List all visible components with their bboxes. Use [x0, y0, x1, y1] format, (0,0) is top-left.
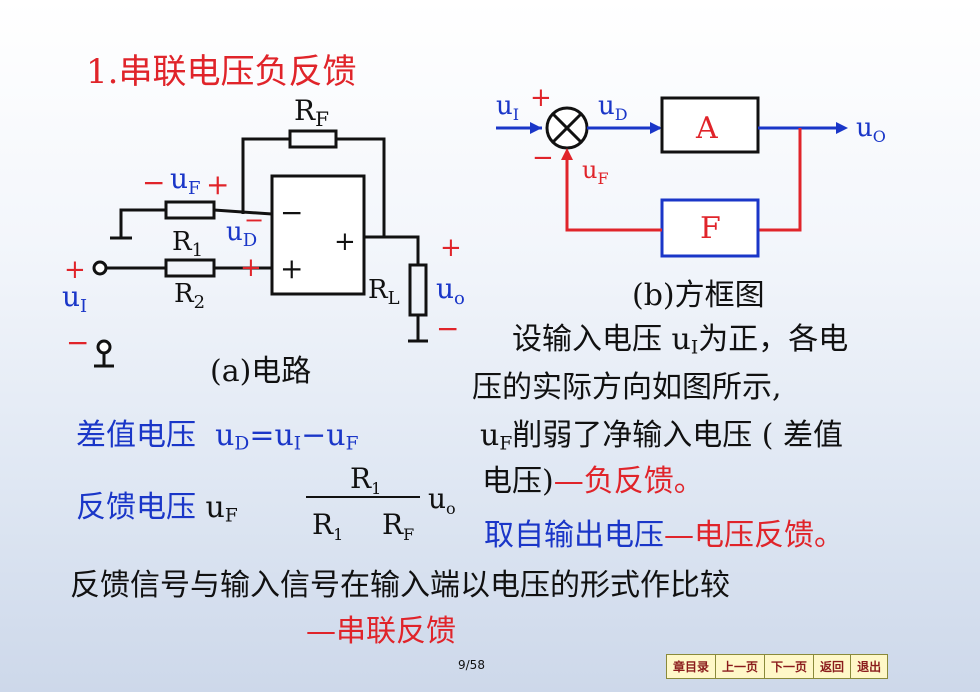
- bottom-sentence: 反馈信号与输入信号在输入端以电压的形式作比较: [70, 568, 730, 603]
- nav-prev-button[interactable]: 上一页: [716, 655, 766, 678]
- svg-text:−: −: [436, 312, 459, 345]
- caption-circuit: (a)电路: [210, 354, 312, 389]
- svg-text:uo: uo: [428, 482, 456, 518]
- nav-next-button[interactable]: 下一页: [765, 655, 815, 678]
- block-f: [660, 198, 760, 258]
- block-a: [660, 96, 760, 154]
- svg-text:RF: RF: [294, 94, 329, 131]
- svg-text:−: −: [244, 206, 264, 234]
- page-title: 1.串联电压负反馈: [86, 52, 357, 92]
- svg-text:−: −: [66, 326, 89, 359]
- op-amp-body: [270, 174, 366, 296]
- input-terminal-top: [92, 260, 108, 276]
- explain-line-3: uF削弱了净输入电压 ( 差值: [480, 418, 844, 455]
- svg-text:uF: uF: [170, 162, 201, 199]
- svg-text:+: +: [240, 253, 262, 283]
- resistor-r1: [164, 200, 216, 220]
- svg-text:+: +: [440, 233, 462, 263]
- svg-text:+: +: [206, 168, 229, 201]
- nav-bar: 章目录 上一页 下一页 返回 退出: [666, 654, 889, 679]
- bottom-conclusion: —串联反馈: [306, 614, 456, 649]
- svg-text:+: +: [280, 252, 303, 285]
- diff-voltage-formula: 差值电压 uD=uI−uF: [76, 418, 359, 455]
- caption-block: (b)方框图: [632, 278, 765, 313]
- svg-text:uI: uI: [62, 280, 87, 317]
- svg-text:uD: uD: [226, 217, 257, 251]
- svg-text:R1: R1: [350, 462, 381, 498]
- svg-text:uo: uo: [436, 272, 465, 309]
- explain-line-2: 压的实际方向如图所示,: [472, 370, 782, 405]
- resistor-rl: [408, 263, 428, 317]
- nav-exit-button[interactable]: 退出: [851, 655, 888, 678]
- svg-text:−: −: [142, 166, 165, 199]
- nav-chapter-button[interactable]: 章目录: [667, 655, 717, 678]
- page-number: 9/58: [458, 658, 485, 672]
- explain-line-1: 设输入电压 uI为正，各电: [512, 322, 849, 359]
- svg-text:R1: R1: [312, 508, 343, 544]
- svg-text:+: +: [334, 227, 356, 257]
- svg-text:RL: RL: [368, 275, 400, 309]
- svg-text:−: −: [532, 143, 554, 173]
- svg-text:uD: uD: [598, 91, 628, 124]
- explain-line-5: 取自输出电压—电压反馈。: [484, 518, 844, 553]
- svg-text:RF: RF: [382, 508, 414, 544]
- svg-text:R2: R2: [174, 279, 205, 313]
- explain-line-4: 电压)—负反馈。: [482, 464, 704, 499]
- svg-text:A: A: [695, 111, 718, 146]
- block-diagram: [496, 96, 848, 258]
- svg-text:+: +: [64, 255, 86, 285]
- input-terminal-bottom: [96, 339, 112, 355]
- nav-back-button[interactable]: 返回: [814, 655, 852, 678]
- svg-text:+: +: [530, 83, 552, 113]
- svg-text:uO: uO: [856, 113, 886, 146]
- svg-text:R1: R1: [172, 227, 203, 261]
- svg-text:uF: uF: [582, 156, 609, 188]
- feedback-voltage-label: 反馈电压 uF: [76, 490, 238, 527]
- resistor-rf: [288, 129, 338, 149]
- resistor-r2: [164, 258, 216, 278]
- svg-text:F: F: [700, 211, 721, 246]
- svg-text:uI: uI: [496, 91, 519, 124]
- svg-text:−: −: [280, 196, 303, 229]
